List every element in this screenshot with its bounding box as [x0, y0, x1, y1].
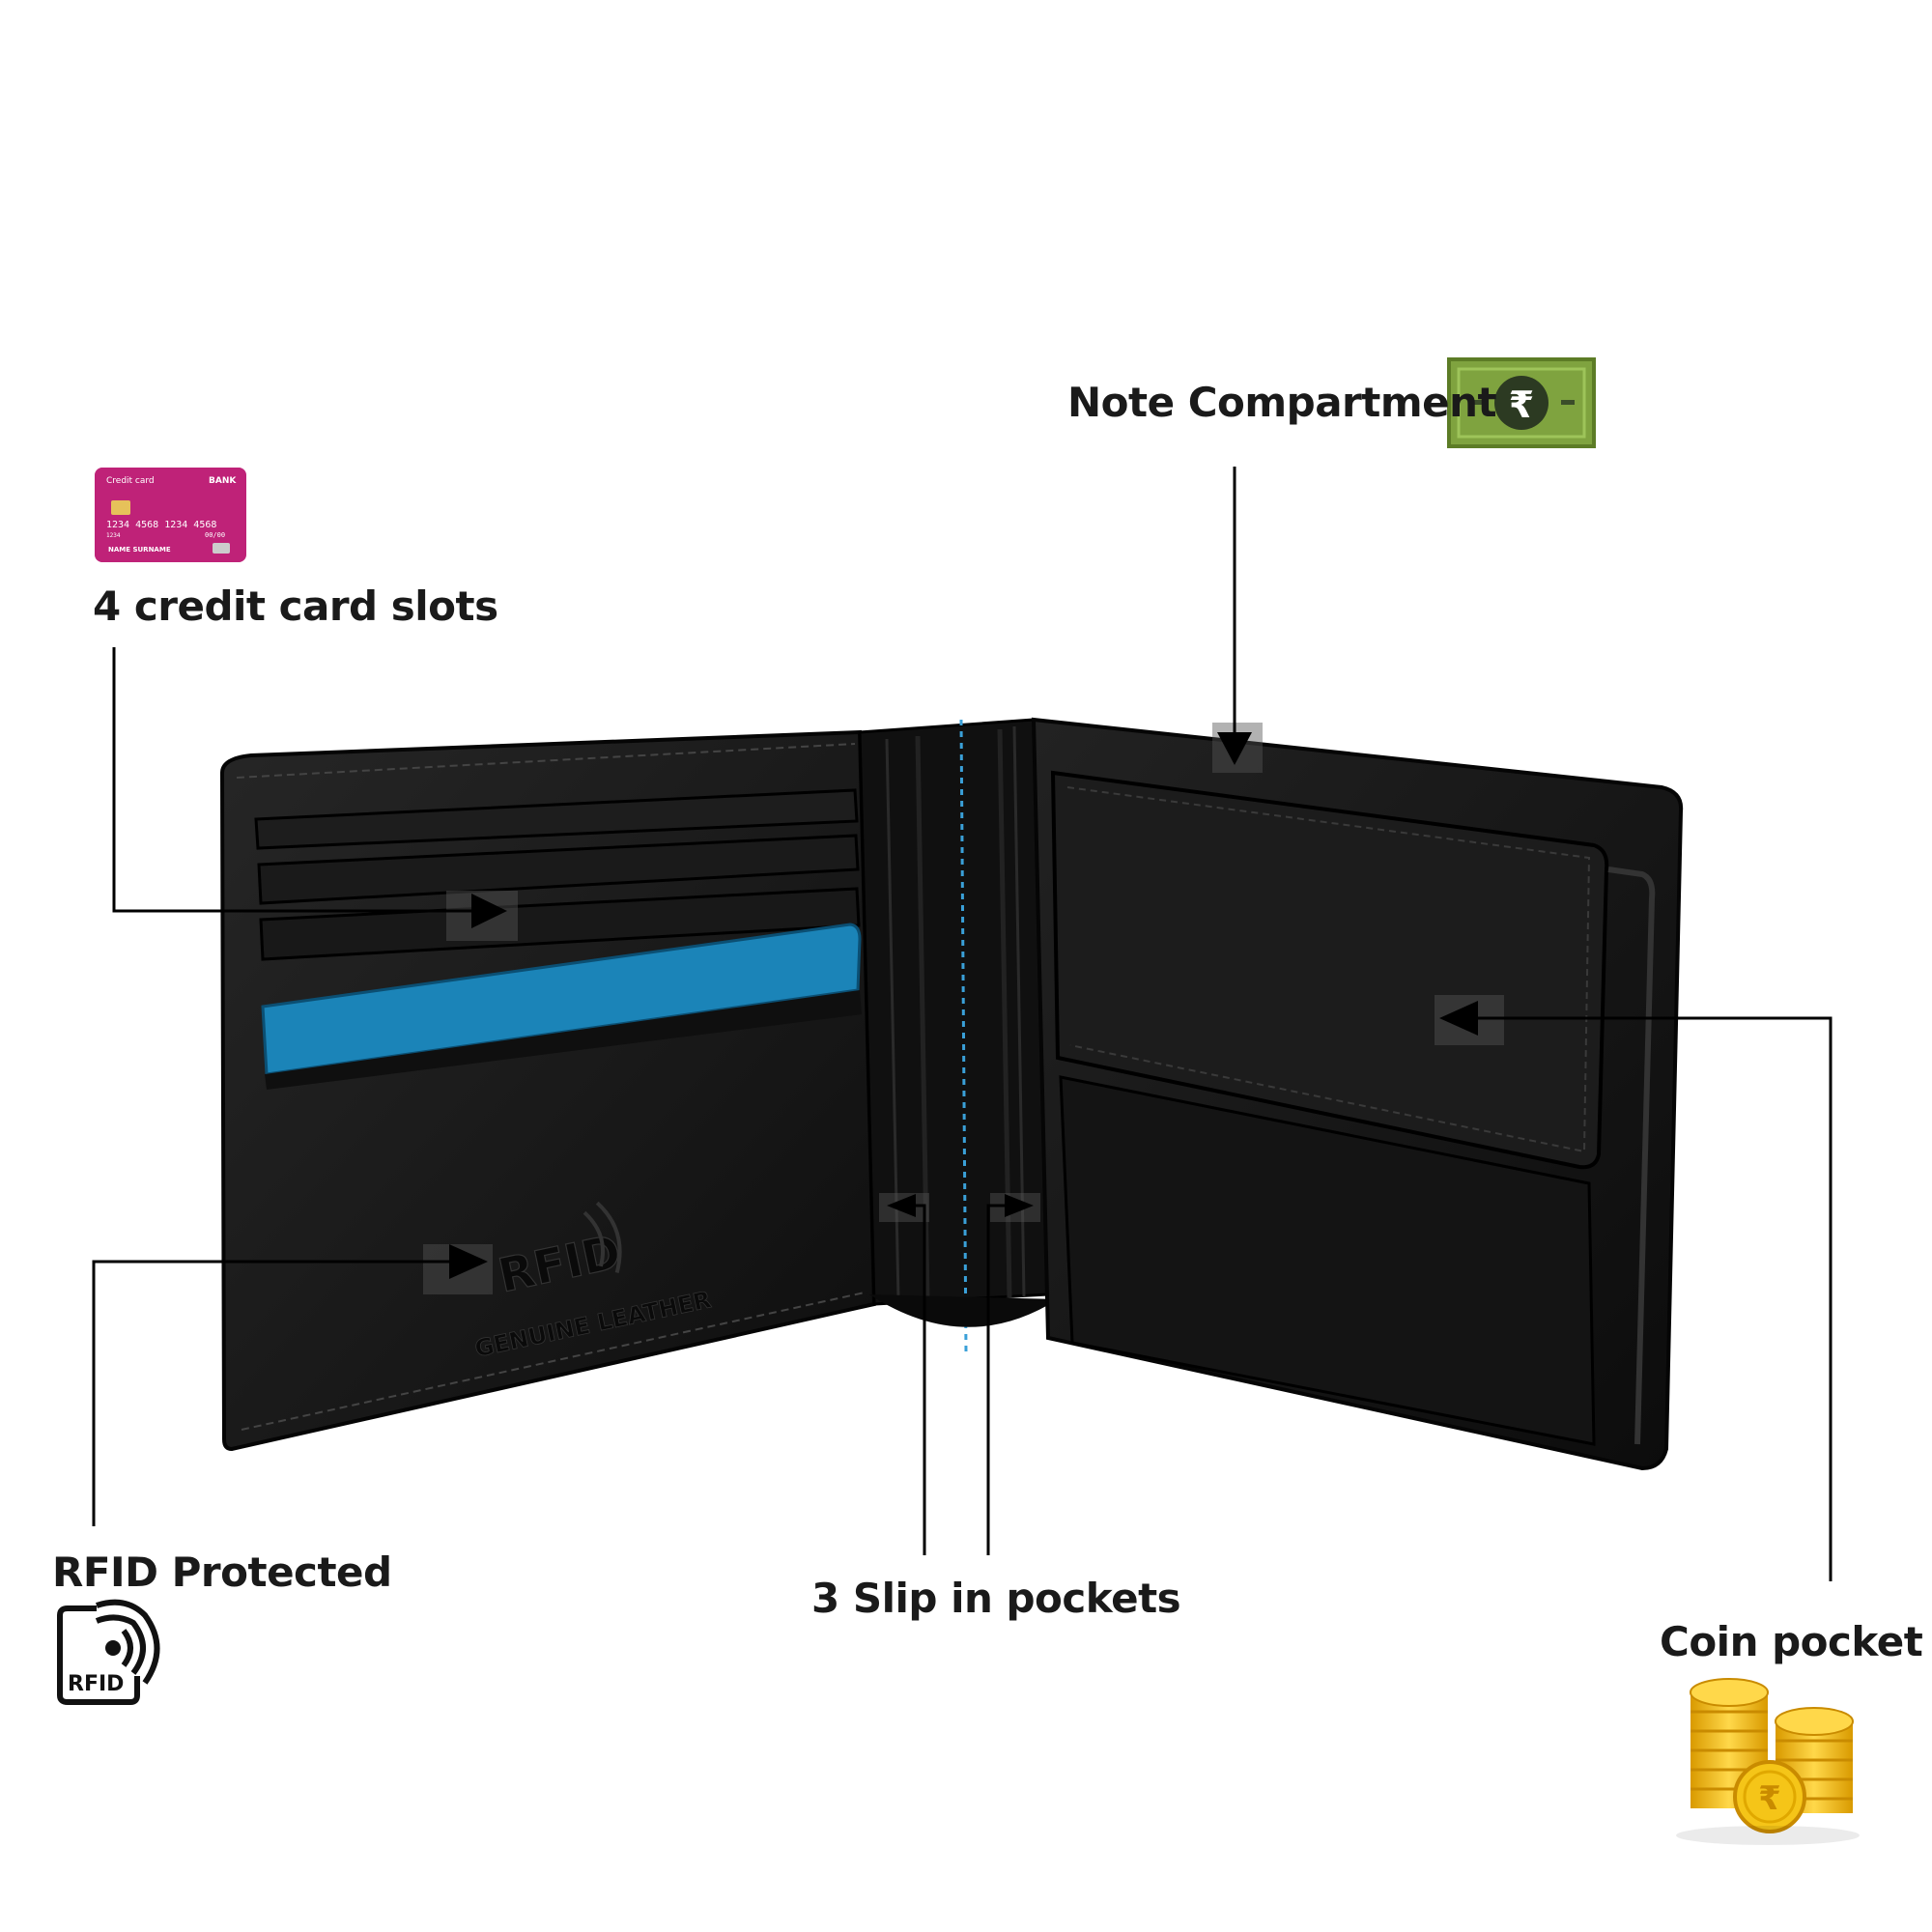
callout-lines — [92, 467, 1833, 1581]
svg-text:Credit card: Credit card — [106, 476, 155, 486]
card-slot-4-blue — [261, 923, 862, 1076]
svg-text:NAME SURNAME: NAME SURNAME — [108, 546, 171, 554]
svg-text:1234: 1234 — [106, 532, 121, 539]
credit-card-slots-label: 4 credit card slots — [93, 582, 498, 630]
rupee-note-icon: ₹ — [1447, 357, 1596, 448]
card-slot-3 — [259, 887, 861, 961]
callout-credit-cards — [112, 647, 483, 913]
card-slot-2 — [257, 834, 860, 905]
card-slot-1 — [254, 788, 859, 850]
slip-pockets-label: 3 Slip in pockets — [811, 1575, 1181, 1622]
wallet-right-panel — [1031, 717, 1684, 1471]
callout-coin-pocket — [1468, 1016, 1833, 1581]
callout-rfid — [92, 1260, 454, 1526]
wallet-left-panel: RFID GENUINE LEATHER — [219, 729, 877, 1452]
coin-pocket-label: Coin pocket — [1660, 1618, 1923, 1665]
svg-text:1234 4568 1234 4568: 1234 4568 1234 4568 — [106, 520, 216, 530]
note-slip-pocket — [1059, 1075, 1596, 1446]
svg-text:RFID: RFID — [68, 1672, 124, 1696]
rfid-icon: RFID — [57, 1599, 160, 1705]
coin-stack-icon: ₹ — [1676, 1678, 1860, 1845]
svg-text:BANK: BANK — [209, 476, 237, 486]
wallet-middle-gusset — [858, 718, 1058, 1353]
coin-pocket-flap — [1050, 770, 1609, 1170]
rfid-protected-label: RFID Protected — [52, 1548, 392, 1596]
note-compartment-label: Note Compartment — [1067, 379, 1497, 426]
svg-text:₹: ₹ — [1758, 1779, 1781, 1818]
credit-card-icon: Credit card BANK 1234 4568 1234 4568 123… — [95, 468, 246, 562]
svg-text:00/00: 00/00 — [205, 531, 225, 539]
svg-text:₹: ₹ — [1509, 384, 1534, 426]
